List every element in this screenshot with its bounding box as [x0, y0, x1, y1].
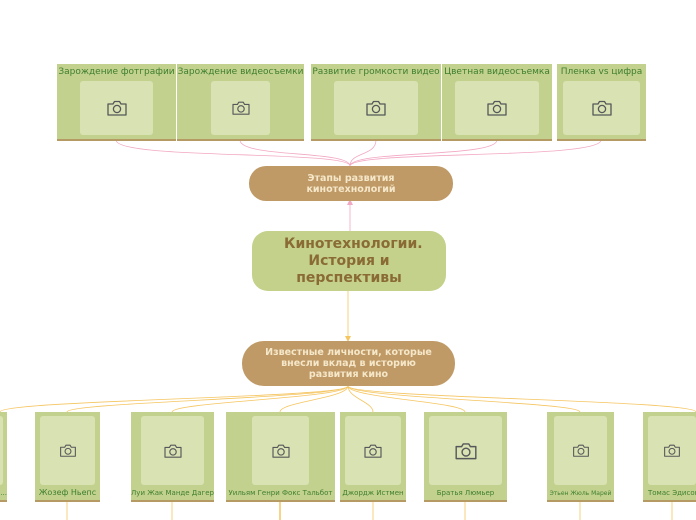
- stage-card-film-vs-digital[interactable]: Пленка vs цифра: [557, 64, 646, 141]
- person-card-talbot[interactable]: Уильям Генри Фокс Тальбот: [226, 412, 335, 502]
- camera-icon: [231, 101, 250, 115]
- person-card-label: Жозеф Ньепс: [38, 488, 97, 497]
- person-card-label: Томас Эдисон: [648, 489, 696, 497]
- person-card-eastman[interactable]: Джордж Истмен: [340, 412, 406, 502]
- people-node[interactable]: Известные личности, которые внесли вклад…: [242, 341, 455, 386]
- camera-icon: [572, 444, 589, 457]
- stage-card-color[interactable]: Цветная видеосъемка: [442, 64, 552, 141]
- photo-placeholder: [0, 416, 3, 485]
- stages-node[interactable]: Этапы развития кинотехнологий: [249, 166, 453, 201]
- stage-card-label: Пленка vs цифра: [560, 67, 643, 77]
- camera-icon: [59, 444, 76, 457]
- photo-placeholder: [429, 416, 502, 485]
- central-topic[interactable]: Кинотехнологии. История и перспективы: [252, 231, 446, 291]
- stage-card-videography[interactable]: Зарождение видеосъемки: [177, 64, 304, 141]
- camera-icon: [454, 442, 477, 459]
- photo-placeholder: [334, 81, 418, 135]
- photo-placeholder: [345, 416, 401, 485]
- person-card-label: ...: [0, 489, 7, 497]
- central-topic-label: Кинотехнологии. История и перспективы: [284, 235, 423, 286]
- person-card-label: Джордж Истмен: [342, 489, 404, 497]
- camera-icon: [364, 444, 382, 458]
- camera-icon: [163, 444, 182, 458]
- photo-placeholder: [252, 416, 309, 485]
- camera-icon: [106, 100, 127, 116]
- stage-card-photography[interactable]: Зарождение фотграфии: [57, 64, 176, 141]
- camera-icon: [366, 100, 386, 116]
- photo-placeholder: [563, 81, 640, 135]
- person-card-label: Братья Люмьер: [436, 489, 495, 497]
- photo-placeholder: [648, 416, 696, 485]
- person-card-label: Луи Жак Манде Дагер: [131, 489, 214, 497]
- person-card-niepce[interactable]: Жозеф Ньепс: [35, 412, 100, 502]
- person-card-edison[interactable]: Томас Эдисон: [643, 412, 696, 502]
- person-card-lumiere[interactable]: Братья Люмьер: [424, 412, 507, 502]
- camera-icon: [271, 444, 290, 458]
- stage-card-label: Развитие громкости видео: [312, 67, 440, 77]
- stage-card-label: Цветная видеосъемка: [444, 67, 550, 77]
- photo-placeholder: [141, 416, 204, 485]
- stage-card-label: Зарождение фотграфии: [58, 67, 175, 77]
- photo-placeholder: [211, 81, 270, 135]
- people-node-label: Известные личности, которые внесли вклад…: [265, 347, 432, 380]
- person-card-label: Уильям Генри Фокс Тальбот: [228, 489, 333, 497]
- camera-icon: [487, 100, 507, 116]
- stages-node-label: Этапы развития кинотехнологий: [306, 172, 396, 195]
- person-card-daguerre[interactable]: Луи Жак Манде Дагер: [131, 412, 214, 502]
- stage-card-sound[interactable]: Развитие громкости видео: [311, 64, 441, 141]
- camera-icon: [591, 100, 612, 116]
- photo-placeholder: [40, 416, 95, 485]
- photo-placeholder: [554, 416, 607, 485]
- person-card-marey[interactable]: Этьен Жюль Марей: [547, 412, 614, 502]
- person-card-partial[interactable]: ...: [0, 412, 7, 502]
- person-card-label: Этьен Жюль Марей: [549, 490, 612, 497]
- stage-card-label: Зарождение видеосъемки: [177, 67, 304, 77]
- photo-placeholder: [455, 81, 539, 135]
- photo-placeholder: [80, 81, 153, 135]
- camera-icon: [664, 444, 680, 457]
